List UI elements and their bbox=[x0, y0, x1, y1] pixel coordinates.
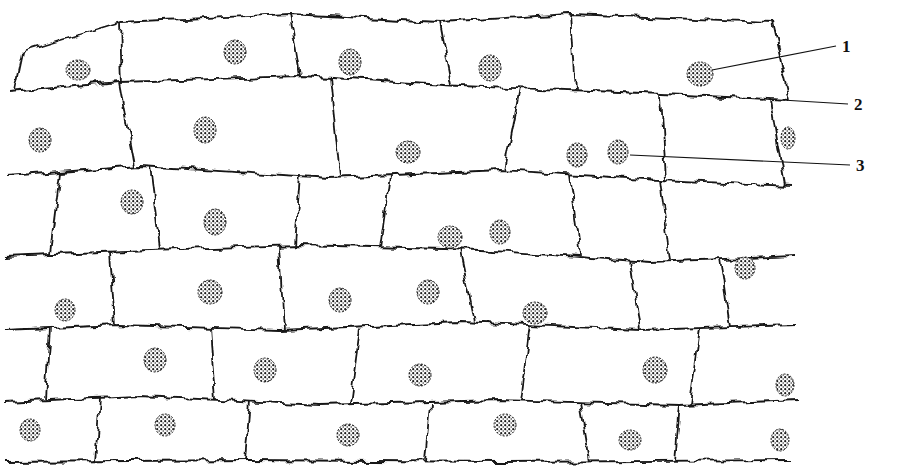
callout-number: 1 bbox=[842, 38, 851, 55]
cell-walls bbox=[4, 14, 798, 462]
callout-number: 3 bbox=[856, 157, 865, 174]
leader-lines bbox=[630, 46, 850, 165]
nuclei bbox=[20, 40, 795, 451]
callout-number: 2 bbox=[854, 96, 863, 113]
